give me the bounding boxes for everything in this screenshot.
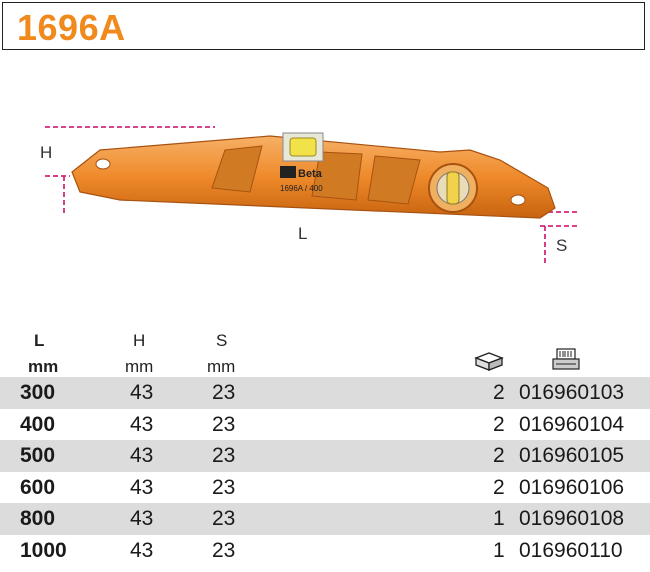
cell-s: 23 [212, 412, 236, 436]
cell-s: 23 [212, 444, 236, 467]
dim-h-label: H [40, 143, 53, 162]
cell-l: 1000 [20, 538, 67, 562]
cell-qty: 1 [493, 507, 505, 530]
dimension-lines [45, 126, 578, 265]
cell-l: 400 [20, 412, 56, 436]
cell-s: 23 [212, 538, 236, 562]
header-l-unit: mm [28, 357, 59, 376]
cell-l: 600 [20, 475, 56, 499]
title-box: 1696A [2, 2, 645, 50]
cell-qty: 2 [493, 412, 505, 436]
cell-qty: 2 [493, 444, 505, 467]
cell-l: 300 [20, 381, 56, 404]
table-row: 600 43 23 2 016960106 [0, 472, 650, 504]
cell-qty: 2 [493, 475, 505, 499]
spirit-level-illustration: Beta 1696A / 400 [45, 126, 578, 265]
header-s: S [216, 331, 228, 350]
dim-l-label: L [298, 224, 308, 243]
cell-code: 016960110 [519, 538, 623, 562]
cell-qty: 2 [493, 381, 505, 404]
cell-l: 500 [20, 444, 56, 467]
product-table: 300 43 23 2 016960103 400 43 23 2 016960… [0, 377, 650, 566]
cell-qty: 1 [493, 538, 505, 562]
barcode-printer-icon [552, 348, 580, 370]
cell-s: 23 [212, 475, 236, 499]
cell-code: 016960105 [519, 444, 625, 467]
table-row: 400 43 23 2 016960104 [0, 409, 650, 441]
table-row: 300 43 23 2 016960103 [0, 377, 650, 409]
cell-h: 43 [130, 507, 154, 530]
table-row: 500 43 23 2 016960105 [0, 440, 650, 472]
cell-s: 23 [212, 381, 236, 404]
header-l: L [34, 331, 45, 350]
cell-code: 016960103 [519, 381, 625, 404]
header-s-unit: mm [207, 357, 236, 376]
cell-s: 23 [212, 507, 236, 530]
dim-s-label: S [556, 236, 568, 255]
cell-h: 43 [130, 444, 154, 467]
cell-h: 43 [130, 475, 154, 499]
page-title: 1696A [17, 7, 126, 48]
cell-h: 43 [130, 381, 154, 404]
cell-h: 43 [130, 412, 154, 436]
header-h: H [133, 331, 146, 350]
cell-code: 016960108 [519, 507, 625, 530]
cell-l: 800 [20, 507, 56, 530]
table-row: 1000 43 23 1 016960110 [0, 535, 650, 567]
table-row: 800 43 23 1 016960108 [0, 503, 650, 535]
cell-code: 016960104 [519, 412, 625, 436]
cell-h: 43 [130, 538, 154, 562]
box-icon [474, 352, 504, 371]
cell-code: 016960106 [519, 475, 625, 499]
brand-label: Beta [298, 168, 323, 180]
header-h-unit: mm [125, 357, 154, 376]
model-label: 1696A / 400 [280, 184, 323, 193]
